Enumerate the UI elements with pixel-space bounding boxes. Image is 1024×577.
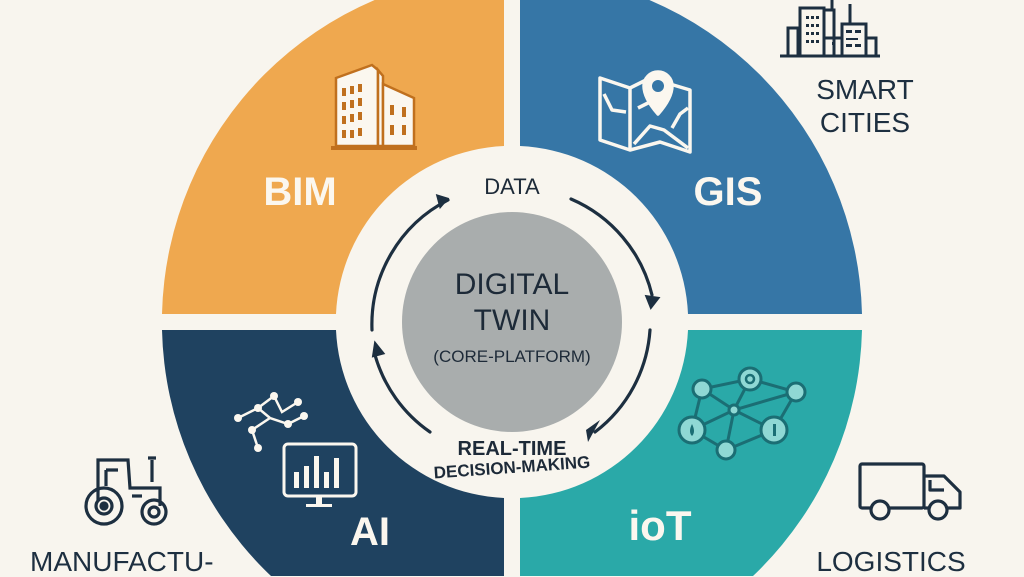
truck-icon <box>858 462 962 521</box>
cycle-arrows <box>370 197 654 434</box>
cycle-label-data: DATA <box>484 174 540 199</box>
cycle-label-realtime: REAL-TIME <box>457 438 567 460</box>
quadrant-ai <box>162 330 504 576</box>
network-nodes-icon <box>677 366 807 461</box>
core-title-line1: DIGITAL <box>454 268 570 301</box>
quadrant-label-bim: BIM <box>263 170 337 214</box>
quadrant-label-iot: ioT <box>628 502 692 549</box>
analytics-monitor-icon <box>234 392 358 507</box>
app-label-logistics: LOGISTICS <box>816 546 966 577</box>
building-icon <box>331 63 417 150</box>
app-label-smart-cities-line1: SMART <box>816 74 914 105</box>
app-label-smart-cities-line2: CITIES <box>819 107 911 138</box>
city-skyline-icon <box>780 0 880 58</box>
quadrant-label-ai: AI <box>350 510 390 554</box>
core-title-line2: TWIN <box>473 304 551 337</box>
arrow-heads <box>371 193 661 442</box>
app-label-manufacturing: MANUFACTU- <box>30 546 214 577</box>
core-subtitle: (CORE-PLATFORM) <box>433 347 591 366</box>
tractor-icon <box>84 456 168 526</box>
map-pin-icon <box>598 70 692 154</box>
core-circle <box>402 212 622 432</box>
quadrant-label-gis: GIS <box>693 170 763 214</box>
quadrant-iot <box>520 330 862 576</box>
quadrant-bim <box>162 0 504 314</box>
